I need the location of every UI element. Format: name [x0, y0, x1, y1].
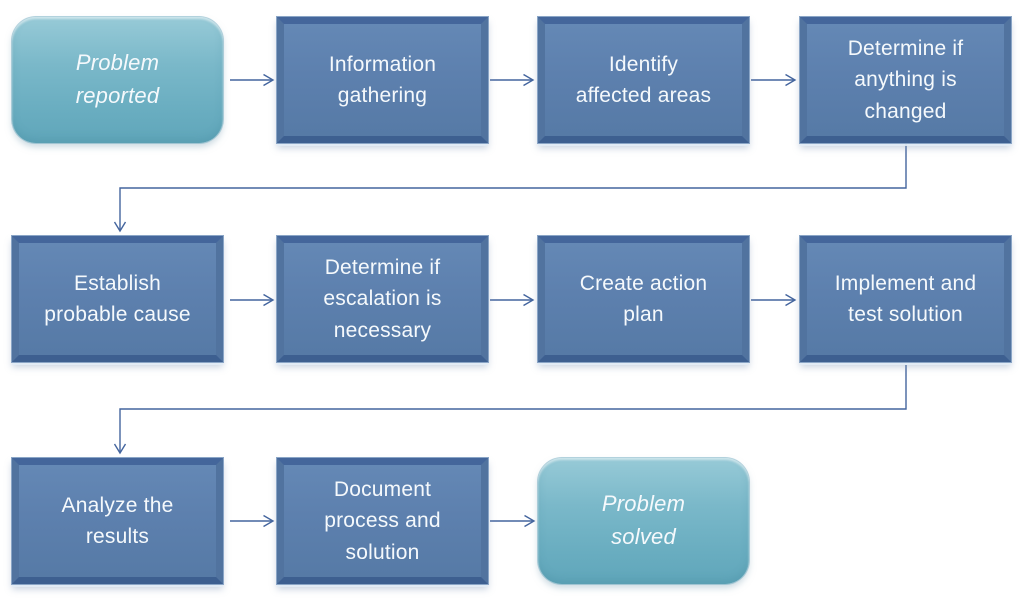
node-label: Problem solved [601, 491, 686, 549]
node-label: Identify affected areas [575, 52, 712, 107]
node-label: Document process and solution [324, 478, 441, 564]
node-label: Information gathering [328, 52, 437, 107]
node-create-action-plan: Create action plan [538, 236, 749, 362]
arrow-analyze-the-results-to-document-process-and-solution [230, 514, 275, 528]
arrow-determine-if-escalation-is-necessary-to-create-action-plan [490, 293, 535, 307]
node-problem-solved: Problem solved [538, 458, 749, 584]
arrow-implement-and-test-solution-to-analyze-the-results [113, 365, 907, 455]
node-label: Implement and test solution [834, 271, 977, 326]
node-label: Determine if anything is changed [847, 37, 964, 123]
arrow-problem-reported-to-information-gathering [230, 73, 275, 87]
node-determine-if-escalation-is-necessary: Determine if escalation is necessary [277, 236, 488, 362]
arrow-information-gathering-to-identify-affected-areas [490, 73, 535, 87]
arrow-create-action-plan-to-implement-and-test-solution [751, 293, 797, 307]
arrow-identify-affected-areas-to-determine-if-anything-is-changed [751, 73, 797, 87]
node-information-gathering: Information gathering [277, 17, 488, 143]
node-label: Determine if escalation is necessary [323, 256, 442, 342]
arrow-determine-if-anything-is-changed-to-establish-probable-cause [113, 143, 907, 233]
node-document-process-and-solution: Document process and solution [277, 458, 488, 584]
node-implement-and-test-solution: Implement and test solution [800, 236, 1011, 362]
node-analyze-the-results: Analyze the results [12, 458, 223, 584]
arrow-document-process-and-solution-to-problem-solved [490, 514, 536, 528]
node-label: Problem reported [75, 50, 160, 108]
node-establish-probable-cause: Establish probable cause [12, 236, 223, 362]
node-determine-if-anything-is-changed: Determine if anything is changed [800, 17, 1011, 143]
arrow-establish-probable-cause-to-determine-if-escalation-is-necessary [230, 293, 275, 307]
node-label: Establish probable cause [44, 271, 191, 326]
node-label: Analyze the results [61, 493, 174, 548]
node-identify-affected-areas: Identify affected areas [538, 17, 749, 143]
node-problem-reported: Problem reported [12, 17, 223, 143]
node-label: Create action plan [579, 271, 708, 326]
